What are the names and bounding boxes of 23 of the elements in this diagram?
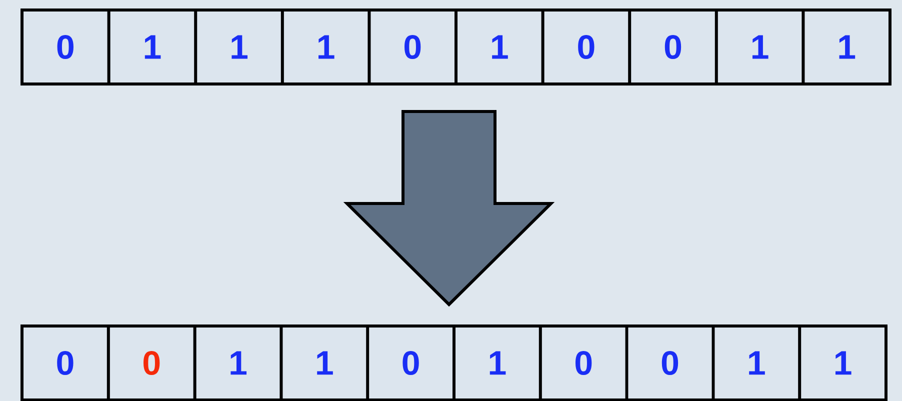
bit-digit: 1: [230, 351, 247, 375]
bit-digit: 1: [749, 351, 765, 375]
cell-row: [20, 324, 888, 401]
bit-digit: 1: [232, 35, 248, 59]
block-arrow: [343, 110, 555, 307]
bit-digit: 1: [836, 351, 852, 375]
bit-digit: 1: [490, 351, 506, 375]
bit-digit: 1: [144, 35, 161, 59]
bit-digit: 0: [578, 34, 594, 60]
bit-digit: 0: [402, 350, 419, 376]
bit-digit: 1: [839, 35, 856, 59]
bit-digit: 1: [492, 35, 508, 59]
cell-row: [20, 8, 892, 86]
bit-digit: 0: [576, 350, 592, 376]
bit-digit: 0: [404, 34, 421, 60]
bit-digit: 1: [317, 351, 333, 375]
bit-digit: 0: [664, 34, 682, 60]
bit-digit: 0: [662, 350, 678, 376]
bit-digit: 0: [144, 350, 160, 376]
bit-digit: 0: [57, 350, 74, 376]
bit-digit: 1: [752, 35, 768, 59]
bit-digit: 1: [318, 35, 334, 59]
bit-digit: 0: [57, 34, 74, 60]
